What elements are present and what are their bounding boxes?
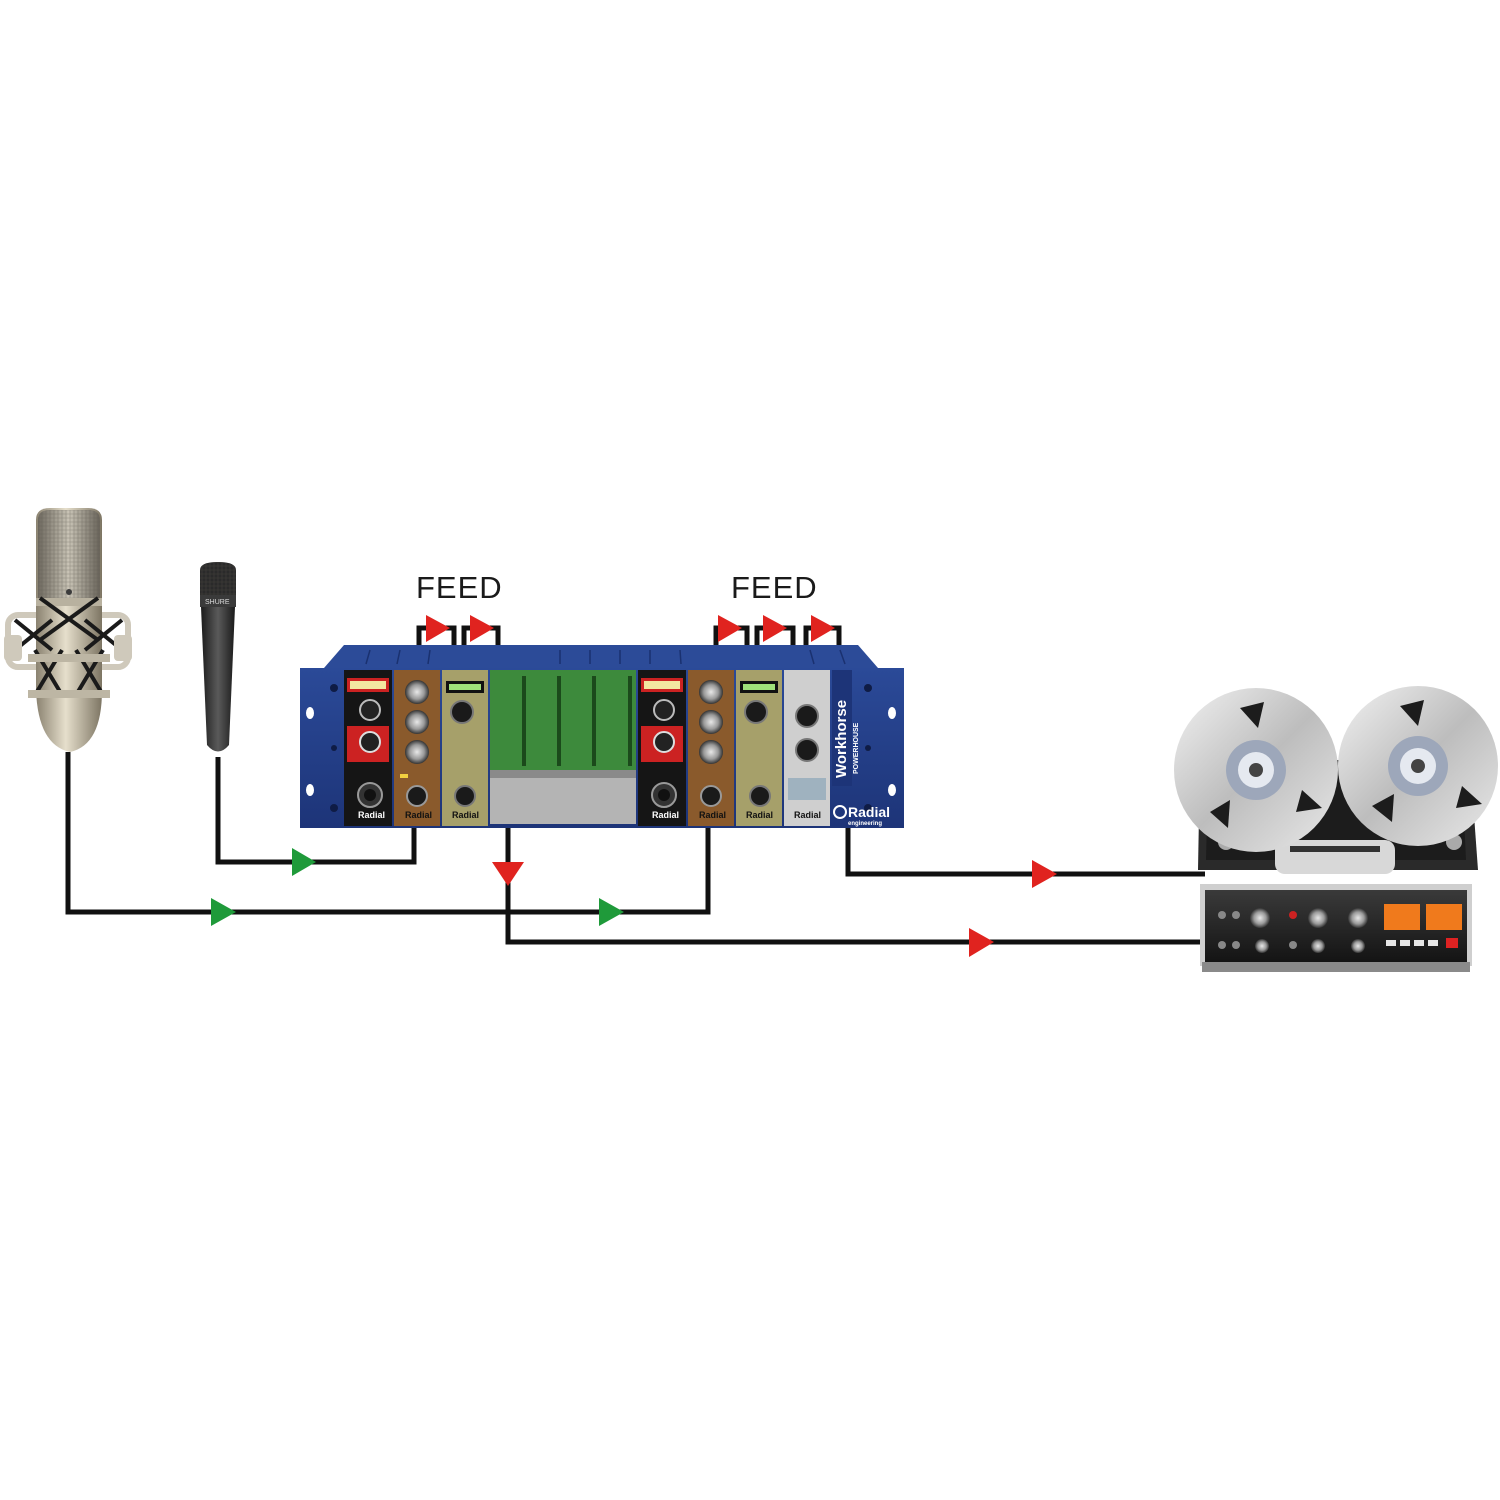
module-brand-7: Radial xyxy=(794,810,821,820)
feed-label-right: FEED xyxy=(731,570,818,605)
module-brand-1: Radial xyxy=(358,810,385,820)
signal-arrows xyxy=(211,615,1057,957)
arrow-icon xyxy=(763,615,787,642)
arrow-icon xyxy=(599,898,624,926)
cable-rack-out-2-to-tape xyxy=(845,827,1205,877)
arrow-icon xyxy=(292,848,316,876)
module-brand-5: Radial xyxy=(699,810,726,820)
brand-workhorse: Workhorse xyxy=(833,700,850,778)
arrow-icon xyxy=(718,615,742,642)
condenser-microphone-icon xyxy=(4,508,132,752)
module-brand-4: Radial xyxy=(652,810,679,820)
module-preamp-1: Radial xyxy=(344,670,392,826)
module-brand-2: Radial xyxy=(405,810,432,820)
cable-condenser-to-preamp-2 xyxy=(65,752,711,915)
right-reel xyxy=(1338,686,1498,846)
module-eq-2: Radial xyxy=(688,670,734,826)
arrow-icon xyxy=(969,928,994,957)
module-preamp-2: Radial xyxy=(638,670,686,826)
arrow-icon xyxy=(811,615,835,642)
cable-rack-out-1-to-tape xyxy=(505,827,1205,945)
arrow-icon xyxy=(426,615,450,642)
module-brand-6: Radial xyxy=(746,810,773,820)
empty-slots xyxy=(490,670,636,824)
module-brand-3: Radial xyxy=(452,810,479,820)
feed-label-left: FEED xyxy=(416,570,503,605)
module-eq-1: Radial xyxy=(394,670,440,826)
brand-radial-sub: engineering xyxy=(848,821,882,827)
vu-meter-left xyxy=(1384,904,1420,930)
arrow-icon xyxy=(492,862,524,886)
module-compressor-2: Radial xyxy=(736,670,782,826)
rack-brand-badge: Workhorse POWERHOUSE Radial engineering xyxy=(832,670,890,827)
arrow-icon xyxy=(470,615,494,642)
arrow-icon xyxy=(1032,860,1057,888)
brand-powerhouse: POWERHOUSE xyxy=(853,722,860,774)
brand-radial-logo: Radial xyxy=(848,804,890,820)
vu-meter-right xyxy=(1426,904,1462,930)
module-compressor-1: Radial xyxy=(442,670,488,826)
500-series-rack-icon: Radial Radial Radial xyxy=(300,645,904,828)
left-reel xyxy=(1174,688,1338,852)
arrow-icon xyxy=(211,898,236,926)
reel-to-reel-tape-recorder-icon xyxy=(1174,686,1498,972)
svg-text:SHURE: SHURE xyxy=(205,599,230,606)
module-utility: Radial xyxy=(784,670,830,826)
dynamic-microphone-icon: SHURE xyxy=(200,562,236,752)
